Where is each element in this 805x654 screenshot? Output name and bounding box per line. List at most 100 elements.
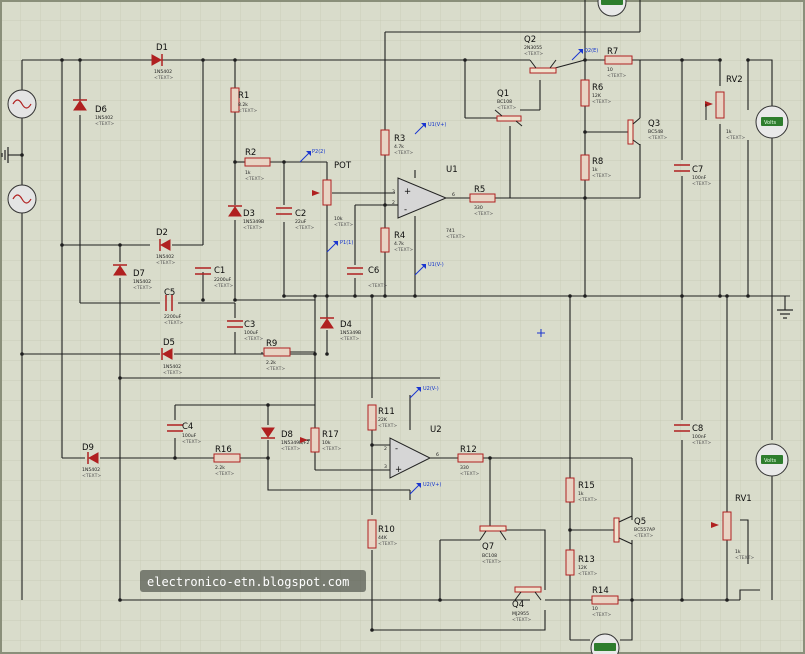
r16-label: R16	[215, 445, 232, 455]
transistor-q4[interactable]: Q4 MJ2955 <TEXT>	[512, 586, 542, 623]
r16-value: 2.2k	[215, 465, 225, 471]
diode-d1[interactable]: D1 1N5402 <TEXT>	[151, 43, 173, 81]
resistor-r1[interactable]: R1 8.2k <TEXT>	[230, 87, 257, 114]
d5-label: D5	[163, 338, 175, 348]
transistor-q5[interactable]: Q5 BC557AP <TEXT>	[613, 515, 655, 545]
resistor-r4[interactable]: R4 4.7k <TEXT>	[380, 227, 413, 253]
diode-d4[interactable]: D4 1N5349B <TEXT>	[320, 317, 361, 342]
resistor-r17[interactable]: R17 10k <TEXT>	[300, 427, 341, 453]
r9-label: R9	[266, 339, 277, 349]
r3-value: 4.7k	[394, 144, 404, 150]
resistor-r9[interactable]: R9 2.2k <TEXT>	[263, 339, 291, 372]
voltmeter-right-bottom[interactable]: Volts	[755, 443, 789, 477]
voltmeter-right-top[interactable]: Volts	[755, 105, 789, 139]
r6-text: <TEXT>	[592, 99, 611, 105]
r13-label: R13	[578, 555, 595, 565]
resistor-r13[interactable]: R13 12K <TEXT>	[565, 549, 597, 577]
diode-d3[interactable]: D3 1N5349B <TEXT>	[228, 205, 264, 231]
r2-label: R2	[245, 148, 256, 158]
capacitor-c2[interactable]: C2 22uF <TEXT>	[276, 207, 314, 231]
c8-text: <TEXT>	[692, 440, 711, 446]
resistor-r14[interactable]: R14 10 <TEXT>	[591, 586, 619, 618]
c3-value: 100uF	[244, 330, 259, 336]
probe-u2-vminus-label: U2(V-)	[423, 386, 439, 392]
c6-text: <TEXT>	[368, 283, 387, 289]
probe-p1[interactable]: P1(1)	[326, 240, 353, 253]
resistor-r7[interactable]: R7 10 <TEXT>	[604, 47, 633, 79]
diode-d7[interactable]: D7 1N5402 <TEXT>	[113, 264, 152, 291]
potentiometer-rv2[interactable]: RV2 1k <TEXT>	[705, 75, 745, 141]
probe-q2-emitter[interactable]: Q2(E)	[571, 48, 598, 61]
watermark: electronico-etn.blogspot.com	[140, 570, 366, 592]
potentiometer-pot[interactable]: POT 10k <TEXT>	[312, 161, 353, 228]
potentiometer-rv1[interactable]: RV1 1k <TEXT>	[711, 494, 754, 561]
transistor-q1[interactable]: Q1 BC108 <TEXT>	[494, 89, 523, 127]
d7-value: 1N5402	[133, 279, 151, 285]
r5-label: R5	[474, 185, 485, 195]
probe-u2-vplus[interactable]: U2(V+)	[409, 482, 441, 495]
capacitor-c1[interactable]: C1 2200uF <TEXT>	[195, 266, 233, 289]
ac-source-1[interactable]	[7, 89, 37, 119]
ammeter-top[interactable]	[597, 0, 627, 17]
diode-d2[interactable]: D2 1N5402 <TEXT>	[156, 228, 175, 266]
transistor-q2[interactable]: Q2 2N3055 <TEXT>	[524, 35, 557, 74]
capacitor-c5[interactable]: C5 2200uF <TEXT>	[164, 288, 183, 326]
resistor-r3[interactable]: R3 4.7k <TEXT>	[380, 129, 413, 156]
resistor-r11[interactable]: R11 22K <TEXT>	[367, 404, 397, 431]
ac-source-2[interactable]	[7, 184, 37, 214]
c4-value: 100uF	[182, 433, 197, 439]
c8-label: C8	[692, 424, 703, 434]
diode-d6[interactable]: D6 1N5402 <TEXT>	[73, 99, 114, 127]
c2-value: 22uF	[295, 219, 307, 225]
capacitor-c3[interactable]: C3 100uF <TEXT>	[227, 320, 263, 342]
probe-u1-vminus-label: U1(V-)	[428, 262, 444, 268]
probe-u2-vminus[interactable]: U2(V-)	[409, 386, 439, 399]
probe-p2[interactable]: P2(2)	[299, 149, 325, 163]
capacitor-c6[interactable]: C6 <TEXT>	[347, 266, 387, 289]
junctions	[20, 58, 750, 632]
r8-text: <TEXT>	[592, 173, 611, 179]
resistor-r6[interactable]: R6 12K <TEXT>	[580, 79, 611, 107]
r6-value: 12K	[592, 93, 602, 99]
q7-value: BC108	[482, 553, 497, 559]
resistor-r8[interactable]: R8 1k <TEXT>	[580, 154, 611, 181]
c4-label: C4	[182, 422, 193, 432]
resistor-r16[interactable]: R16 2.2k <TEXT>	[213, 445, 241, 477]
d4-text: <TEXT>	[340, 336, 359, 342]
resistor-r12[interactable]: R12 330 <TEXT>	[457, 445, 484, 477]
resistor-r5[interactable]: R5 330 <TEXT>	[469, 185, 496, 217]
u2-minus-sign: -	[395, 444, 398, 454]
ammeter-bottom[interactable]	[590, 633, 620, 654]
r15-value: 1k	[578, 491, 584, 497]
probe-u1-vminus[interactable]: U1(V-)	[414, 262, 444, 276]
q2-value: 2N3055	[524, 45, 542, 51]
resistor-r10[interactable]: R10 44K <TEXT>	[367, 519, 397, 549]
opamp-u2[interactable]: - + 2 3 6 U2	[384, 425, 442, 479]
c7-label: C7	[692, 165, 703, 175]
ground-symbol-left	[1, 147, 9, 163]
r12-value: 330	[460, 465, 469, 471]
diode-d9[interactable]: D9 1N5402 <TEXT>	[82, 443, 101, 479]
q3-text: <TEXT>	[648, 135, 667, 141]
probe-u1-vplus[interactable]: U1(V+)	[414, 122, 446, 135]
transistor-q3[interactable]: Q3 BC548 <TEXT>	[627, 117, 667, 146]
d6-text: <TEXT>	[95, 121, 114, 127]
resistor-r2[interactable]: R2 1k <TEXT>	[244, 148, 271, 182]
q1-value: BC108	[497, 99, 512, 105]
transistor-q7[interactable]: Q7 BC108 <TEXT>	[479, 525, 507, 565]
q4-value: MJ2955	[512, 611, 529, 617]
opamp-u1[interactable]: + - 3 2 6 U1 741 <TEXT>	[392, 165, 465, 240]
capacitor-c4[interactable]: C4 100uF <TEXT>	[167, 422, 201, 445]
diode-d8[interactable]: D8 1N5349B/F2 <TEXT>	[261, 427, 309, 452]
capacitor-c8[interactable]: C8 100nF <TEXT>	[674, 424, 711, 446]
rv2-label: RV2	[726, 75, 743, 85]
pot-text: <TEXT>	[334, 222, 353, 228]
capacitor-c7[interactable]: C7 100nF <TEXT>	[674, 164, 711, 187]
u1-minus-sign: -	[404, 205, 407, 215]
d7-text: <TEXT>	[133, 285, 152, 291]
rv2-value: 1k	[726, 129, 732, 135]
resistor-r15[interactable]: R15 1k <TEXT>	[565, 477, 597, 503]
diode-d5[interactable]: D5 1N5402 <TEXT>	[161, 338, 182, 376]
